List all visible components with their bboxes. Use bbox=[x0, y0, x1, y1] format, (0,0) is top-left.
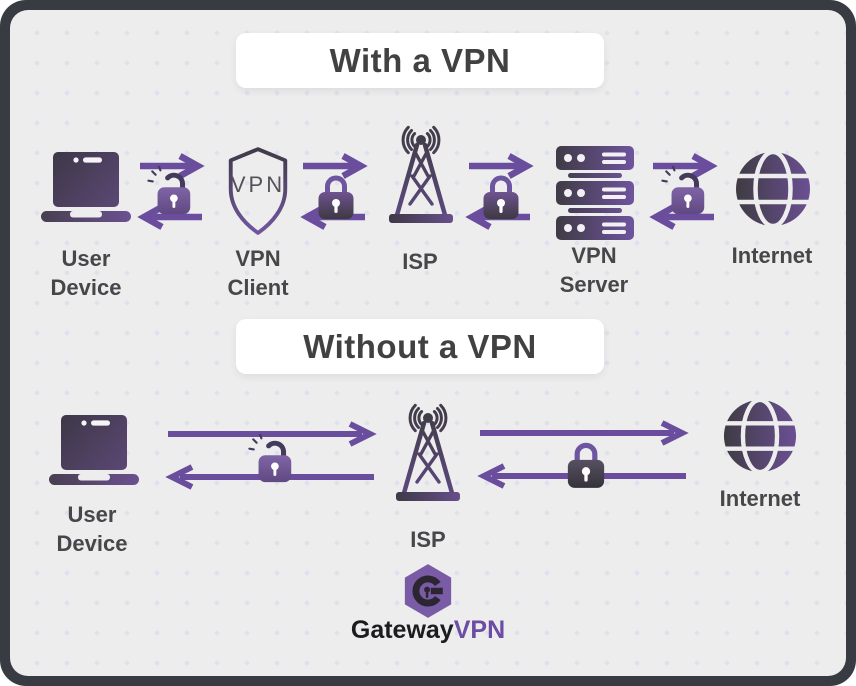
with-vpn-title: With a VPN bbox=[329, 41, 511, 79]
gateway-vpn-logo-icon bbox=[403, 563, 453, 619]
laptop-icon bbox=[40, 150, 132, 230]
laptop-icon bbox=[48, 413, 140, 493]
unlocked-padlock-icon bbox=[660, 166, 710, 220]
unlocked-padlock-icon bbox=[247, 434, 297, 488]
with-vpn-title-box: With a VPN bbox=[236, 33, 604, 88]
globe-icon bbox=[734, 150, 812, 228]
radio-tower-icon bbox=[390, 396, 466, 508]
without-vpn-title-box: Without a VPN bbox=[236, 319, 604, 374]
label-internet: Internet bbox=[731, 243, 813, 268]
label-vpn-client: VPN Client bbox=[227, 246, 289, 301]
label-user-device: User Device bbox=[50, 246, 122, 301]
label-vpn-server: VPN Server bbox=[559, 243, 629, 298]
vpn-shield-text: VPN bbox=[230, 172, 286, 197]
label-isp: ISP bbox=[410, 527, 446, 552]
unlocked-padlock-icon bbox=[146, 166, 196, 220]
brand-gateway-text: Gateway bbox=[350, 616, 454, 644]
label-internet: Internet bbox=[719, 486, 801, 511]
brand-vpn-text: VPN bbox=[453, 616, 506, 644]
locked-padlock-icon bbox=[564, 435, 608, 491]
radio-tower-icon bbox=[383, 118, 459, 230]
label-user-device: User Device bbox=[56, 502, 128, 557]
brand-wordmark: GatewayVPN bbox=[0, 616, 856, 645]
locked-padlock-icon bbox=[315, 168, 357, 222]
server-icon bbox=[554, 146, 636, 240]
locked-padlock-icon bbox=[480, 168, 522, 222]
without-vpn-title: Without a VPN bbox=[303, 327, 537, 365]
label-isp: ISP bbox=[402, 249, 438, 274]
globe-icon bbox=[722, 398, 798, 474]
